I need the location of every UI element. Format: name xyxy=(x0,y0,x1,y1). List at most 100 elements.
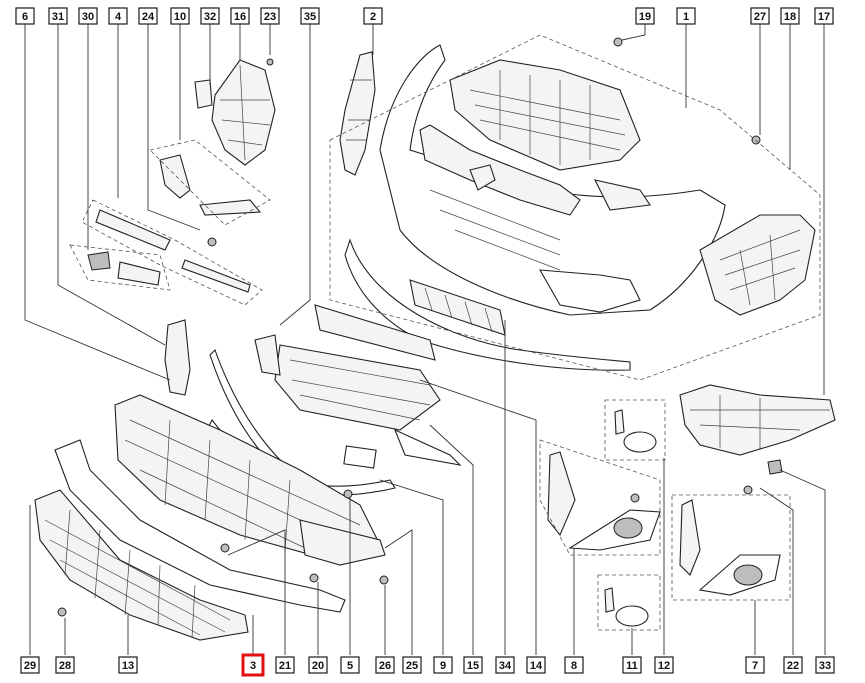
right-bracket-part xyxy=(699,214,816,316)
callout-number: 21 xyxy=(279,660,291,672)
callout-27: 27 xyxy=(750,7,770,25)
callout-number: 2 xyxy=(370,11,376,23)
callout-box xyxy=(78,7,98,25)
callout-19: 19 xyxy=(635,7,655,25)
callout-24: 24 xyxy=(138,7,158,25)
callout-number: 7 xyxy=(752,660,758,672)
callout-17: 17 xyxy=(814,7,834,25)
callout-22: 22 xyxy=(783,656,803,674)
callout-28: 28 xyxy=(55,656,75,674)
callout-13: 13 xyxy=(118,656,138,674)
callout-number: 28 xyxy=(59,660,71,672)
callout-number: 1 xyxy=(683,11,689,23)
callout-number: 14 xyxy=(530,660,543,672)
callout-number: 25 xyxy=(406,660,418,672)
callout-26: 26 xyxy=(375,656,395,674)
undertray-part xyxy=(114,394,386,566)
callout-box xyxy=(780,7,800,25)
callout-23: 23 xyxy=(260,7,280,25)
callout-number: 26 xyxy=(379,660,391,672)
callout-box xyxy=(308,656,328,674)
callout-16: 16 xyxy=(230,7,250,25)
callout-8: 8 xyxy=(564,656,584,674)
callout-2: 2 xyxy=(363,7,383,25)
left-upper-bracket-part xyxy=(194,58,276,166)
left-small-parts xyxy=(87,154,262,293)
callout-number: 22 xyxy=(787,660,799,672)
callout-number: 9 xyxy=(440,660,446,672)
callout-7: 7 xyxy=(745,656,765,674)
callout-11: 11 xyxy=(622,656,642,674)
callout-31: 31 xyxy=(48,7,68,25)
callout-9: 9 xyxy=(433,656,453,674)
callout-29: 29 xyxy=(20,656,40,674)
callout-box xyxy=(745,656,765,674)
callout-box xyxy=(750,7,770,25)
callout-box xyxy=(275,656,295,674)
callout-number: 13 xyxy=(122,660,134,672)
callout-box xyxy=(200,7,220,25)
callout-number: 35 xyxy=(304,11,316,23)
callout-number: 18 xyxy=(784,11,796,23)
callout-number: 32 xyxy=(204,11,216,23)
callout-number: 8 xyxy=(571,660,577,672)
callout-box xyxy=(815,656,835,674)
dashed-group-outlines xyxy=(69,34,821,631)
lower-grille-part xyxy=(34,439,389,641)
parts-artwork xyxy=(24,23,836,655)
callout-21: 21 xyxy=(275,656,295,674)
callout-box xyxy=(170,7,190,25)
callout-box xyxy=(433,656,453,674)
callout-box xyxy=(375,656,395,674)
callout-number: 20 xyxy=(312,660,324,672)
callout-30: 30 xyxy=(78,7,98,25)
callout-1: 1 xyxy=(676,7,696,25)
callout-number: 5 xyxy=(347,660,353,672)
callout-number: 30 xyxy=(82,11,94,23)
callout-box xyxy=(676,7,696,25)
callout-34: 34 xyxy=(495,656,515,674)
callout-box xyxy=(230,7,250,25)
callout-number: 29 xyxy=(24,660,36,672)
callout-box xyxy=(15,7,35,25)
callout-number: 34 xyxy=(499,660,512,672)
callout-33: 33 xyxy=(815,656,835,674)
center-post-part xyxy=(164,319,191,396)
callout-number: 4 xyxy=(115,11,122,23)
callout-18: 18 xyxy=(780,7,800,25)
callout-box xyxy=(300,7,320,25)
top-callout-row: 6 31 30 4 24 10 32 16 23 35 2 19 1 27 18 17 xyxy=(15,7,834,25)
callout-10: 10 xyxy=(170,7,190,25)
callout-number: 33 xyxy=(819,660,831,672)
callout-box xyxy=(55,656,75,674)
callout-box xyxy=(463,656,483,674)
callout-number: 15 xyxy=(467,660,479,672)
callout-box xyxy=(814,7,834,25)
callout-box xyxy=(622,656,642,674)
callout-35: 35 xyxy=(300,7,320,25)
callout-box xyxy=(118,656,138,674)
callout-number: 17 xyxy=(818,11,830,23)
callout-number: 6 xyxy=(22,11,28,23)
callout-number: 24 xyxy=(142,11,155,23)
callout-6: 6 xyxy=(15,7,35,25)
upper-absorber-part xyxy=(449,59,651,211)
fog-lamp-parts xyxy=(547,37,781,627)
callout-box xyxy=(495,656,515,674)
callout-box xyxy=(340,656,360,674)
callout-number: 10 xyxy=(174,11,186,23)
callout-32: 32 xyxy=(200,7,220,25)
callout-box xyxy=(635,7,655,25)
callout-14: 14 xyxy=(526,656,546,674)
callout-number: 31 xyxy=(52,11,64,23)
callout-5: 5 xyxy=(340,656,360,674)
callout-box xyxy=(138,7,158,25)
leader-lines xyxy=(24,23,826,655)
callout-number: 23 xyxy=(264,11,276,23)
callout-number: 16 xyxy=(234,11,246,23)
callout-20: 20 xyxy=(308,656,328,674)
highlighted-callout-box xyxy=(241,653,265,677)
callout-4: 4 xyxy=(108,7,128,25)
